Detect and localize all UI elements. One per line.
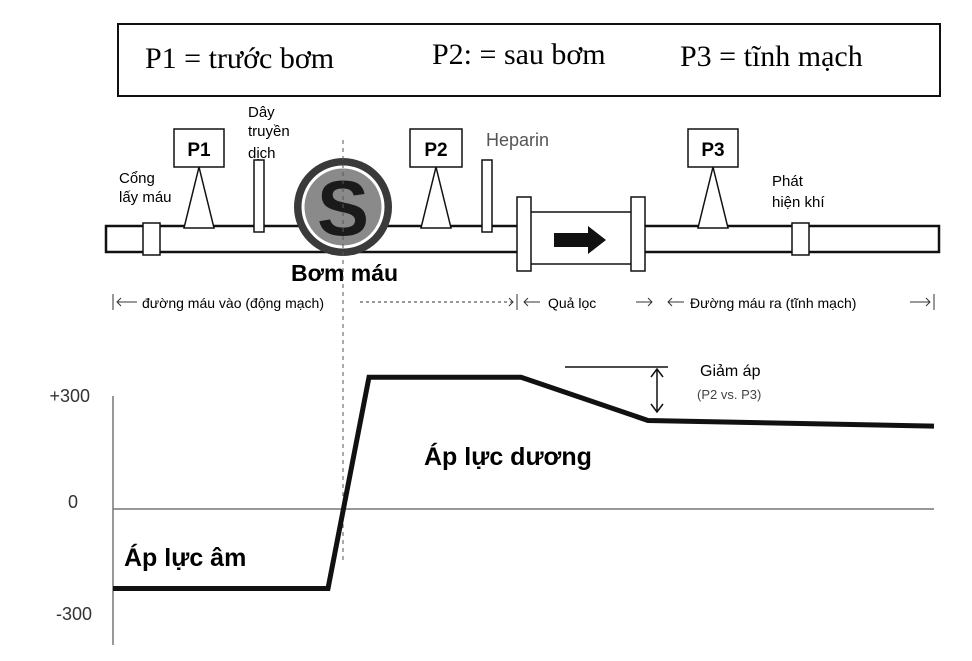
legend-p1: P1 = trước bơm [145,42,334,75]
air-label-line1: Phát [772,173,804,190]
segment-arterial-label: đường máu vào (động mạch) [142,295,324,311]
dialyzer-filter [517,197,645,271]
p3-gauge-cone [698,167,728,228]
p1-gauge-label: P1 [187,140,211,161]
infusion-label-line3: dịch [248,145,276,162]
heparin-line [482,160,492,232]
tick-label-zero: 0 [68,492,78,512]
pump-label: Bơm máu [291,260,398,286]
air-detector [792,223,809,255]
infusion-label-line1: Dây [248,104,275,121]
pressure-drop-indicator [565,367,668,412]
p3-gauge-label: P3 [701,140,724,161]
segment-filter-label: Quả lọc [548,295,596,311]
negative-pressure-label: Áp lực âm [124,543,246,572]
legend-p2: P2: = sau bơm [432,38,606,71]
infusion-label-line2: truyền [248,123,290,140]
sample-port [143,223,160,255]
p1-gauge-cone [184,167,214,228]
p2-gauge-cone [421,167,451,228]
tick-label-plus-300: +300 [49,386,90,406]
legend-p3: P3 = tĩnh mạch [680,40,863,73]
infusion-line [254,160,264,232]
tick-label-minus-300: -300 [56,604,92,624]
p2-gauge-label: P2 [424,140,447,161]
segment-venous-label: Đường máu ra (tĩnh mạch) [690,295,856,311]
heparin-label: Heparin [486,130,549,150]
port-label-line2: lấy máu [119,189,172,206]
port-label-line1: Cổng [119,170,155,187]
drop-label: Giảm áp [700,363,761,380]
air-label-line2: hiện khí [772,194,825,211]
drop-sublabel: (P2 vs. P3) [697,387,761,402]
positive-pressure-label: Áp lực dương [424,442,592,471]
